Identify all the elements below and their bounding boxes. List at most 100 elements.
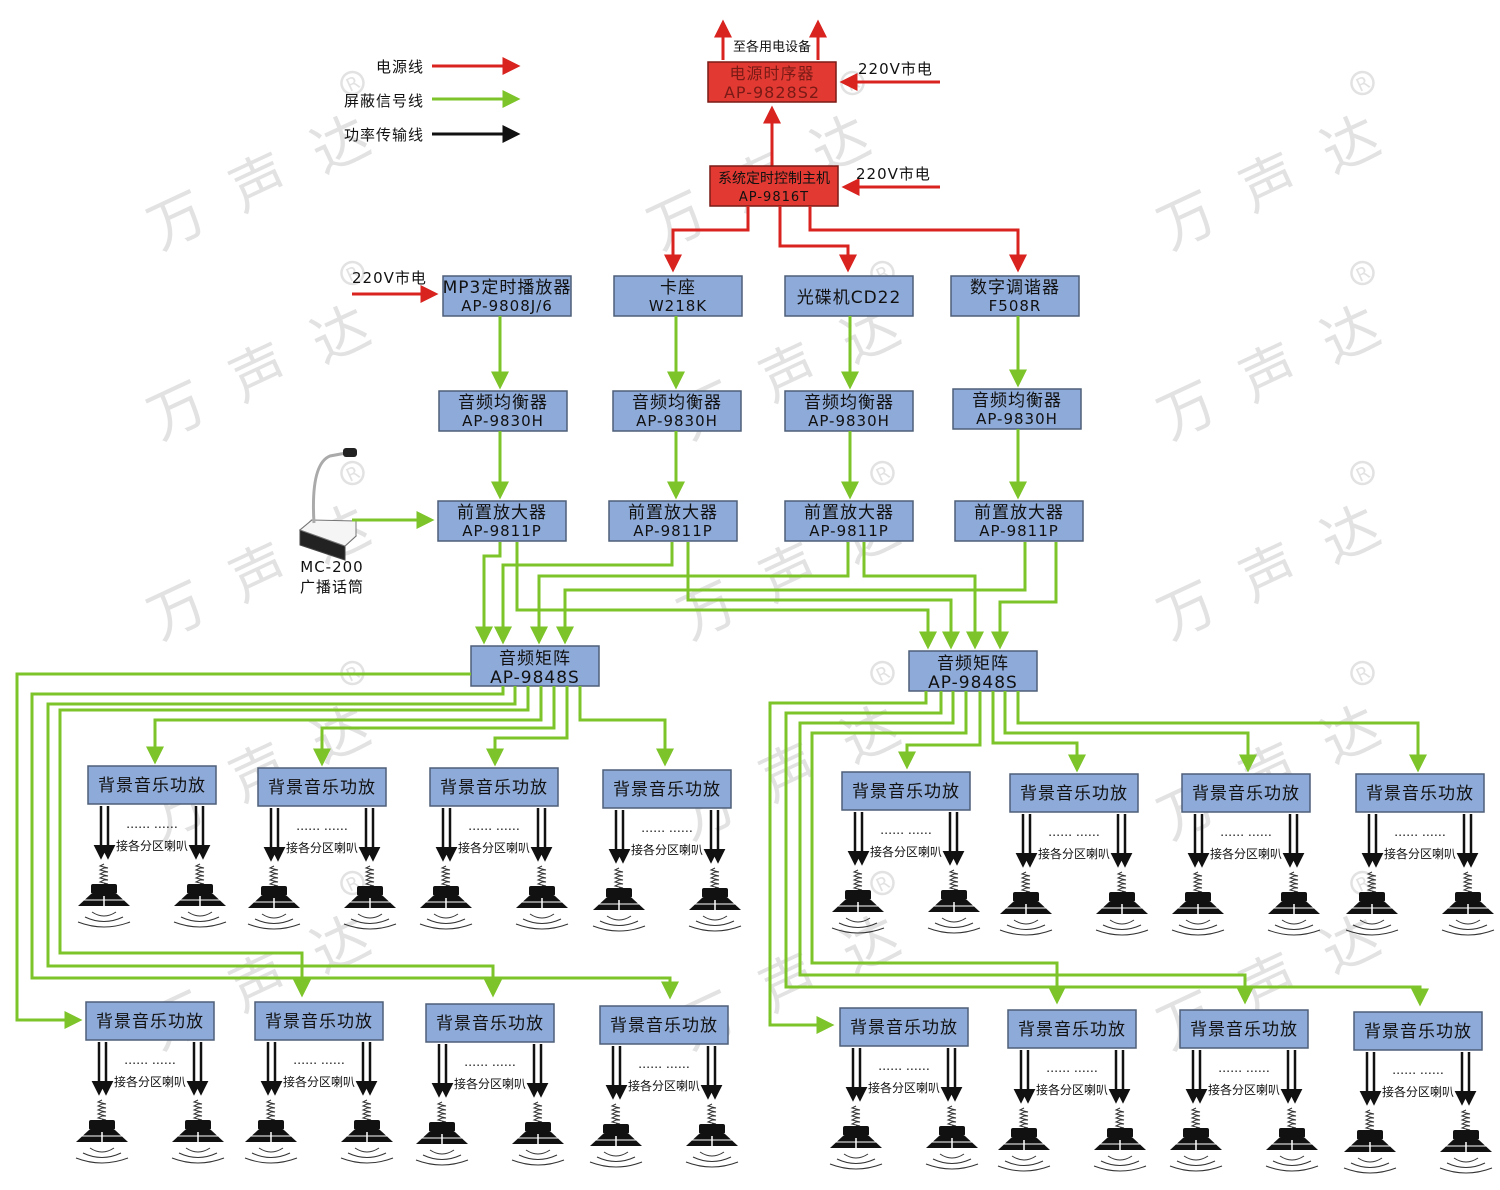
sound-wave-icon bbox=[695, 920, 735, 926]
spring-icon bbox=[1366, 871, 1377, 893]
sound-wave-icon bbox=[1006, 924, 1046, 930]
source-2[interactable]: 光碟机CD22 bbox=[784, 275, 914, 317]
source-0-model: AP-9808J/6 bbox=[461, 297, 553, 315]
background-music-amplifier[interactable]: 背景音乐功放…… ……接各分区喇叭 bbox=[589, 1005, 739, 1168]
microphone[interactable]: MC-200 广播话筒 bbox=[299, 448, 364, 596]
speaker-magnet bbox=[258, 1120, 284, 1130]
sound-wave-icon bbox=[84, 916, 124, 922]
sound-wave-icon bbox=[261, 913, 287, 919]
sound-wave-icon bbox=[180, 916, 220, 922]
audio-matrix-right[interactable]: 音频矩阵 AP-9848S bbox=[908, 650, 1038, 693]
sound-wave-icon bbox=[927, 927, 981, 934]
background-music-amplifier[interactable]: 背景音乐功放…… ……接各分区喇叭 bbox=[997, 1009, 1147, 1172]
spring-icon bbox=[194, 863, 205, 885]
watermark-char: 万 bbox=[1148, 180, 1226, 263]
sound-wave-icon bbox=[1011, 1155, 1037, 1161]
matrix-right-name: 音频矩阵 bbox=[937, 654, 1009, 674]
speaker-magnet bbox=[354, 1120, 380, 1130]
background-music-amplifier[interactable]: 背景音乐功放…… ……接各分区喇叭 bbox=[829, 1007, 979, 1170]
speaker-magnet bbox=[939, 1126, 965, 1136]
audio-matrix-left[interactable]: 音频矩阵 AP-9848S bbox=[470, 645, 600, 688]
amplifier-name: 背景音乐功放 bbox=[852, 782, 960, 802]
preamp-3-name: 前置放大器 bbox=[974, 503, 1064, 523]
registered-icon bbox=[870, 870, 895, 896]
speaker-zone-label: 接各分区喇叭 bbox=[1210, 846, 1282, 861]
registered-icon bbox=[1350, 70, 1375, 96]
watermark-char: 声 bbox=[220, 142, 298, 225]
sound-wave-icon bbox=[419, 923, 473, 930]
watermark: 万声达R bbox=[138, 260, 380, 453]
sound-wave-icon bbox=[1004, 1160, 1044, 1166]
speaker-magnet bbox=[1281, 892, 1307, 902]
sound-wave-icon bbox=[699, 1151, 725, 1157]
matrix-right-outputs bbox=[768, 691, 1429, 1034]
speaker-zone-label: 接各分区喇叭 bbox=[870, 844, 942, 859]
background-music-amplifier[interactable]: 背景音乐功放…… ……接各分区喇叭 bbox=[999, 773, 1149, 936]
sound-wave-icon bbox=[1107, 1155, 1133, 1161]
sound-wave-icon bbox=[941, 917, 967, 923]
speaker-magnet bbox=[1453, 1130, 1479, 1140]
background-music-amplifier[interactable]: 背景音乐功放…… ……接各分区喇叭 bbox=[1343, 1011, 1493, 1174]
sound-wave-icon bbox=[702, 915, 728, 921]
equalizer-3-name: 音频均衡器 bbox=[972, 391, 1062, 411]
sound-wave-icon bbox=[603, 1151, 629, 1157]
source-0-name: MP3定时播放器 bbox=[443, 278, 572, 298]
watermark-char: 达 bbox=[302, 694, 380, 777]
background-music-amplifier[interactable]: 背景音乐功放…… ……接各分区喇叭 bbox=[1169, 1009, 1319, 1172]
registered-icon bbox=[870, 660, 895, 686]
watermark-char: 达 bbox=[1312, 294, 1390, 377]
power-sequencer[interactable]: 电源时序器 AP-9828S2 bbox=[707, 61, 837, 103]
registered-icon bbox=[1350, 260, 1375, 286]
ellipsis: …… …… bbox=[641, 821, 693, 835]
spring-icon bbox=[1114, 1107, 1125, 1129]
speaker-zone-label: 接各分区喇叭 bbox=[286, 840, 358, 855]
speaker-magnet bbox=[843, 1126, 869, 1136]
background-music-amplifier[interactable]: 背景音乐功放…… ……接各分区喇叭 bbox=[1171, 773, 1321, 936]
amplifier-name: 背景音乐功放 bbox=[265, 1012, 373, 1032]
sound-wave-icon bbox=[251, 1152, 291, 1158]
amplifier-name: 背景音乐功放 bbox=[436, 1014, 544, 1034]
background-music-amplifier[interactable]: 背景音乐功放…… ……接各分区喇叭 bbox=[247, 767, 397, 930]
spring-icon bbox=[532, 1101, 543, 1123]
sound-wave-icon bbox=[1281, 919, 1307, 925]
spring-icon bbox=[613, 867, 624, 889]
speaker-magnet bbox=[941, 890, 967, 900]
background-music-amplifier[interactable]: 背景音乐功放…… ……接各分区喇叭 bbox=[1345, 773, 1495, 936]
background-music-amplifier[interactable]: 背景音乐功放…… ……接各分区喇叭 bbox=[415, 1003, 565, 1166]
sound-wave-icon bbox=[1350, 1162, 1390, 1168]
amplifier-name: 背景音乐功放 bbox=[440, 778, 548, 798]
sound-wave-icon bbox=[1441, 929, 1495, 936]
watermark-char: 声 bbox=[1230, 332, 1308, 415]
spring-icon bbox=[1288, 871, 1299, 893]
background-music-amplifier[interactable]: 背景音乐功放…… ……接各分区喇叭 bbox=[592, 769, 742, 932]
preamp-1-model: AP-9811P bbox=[633, 522, 713, 540]
sound-wave-icon bbox=[173, 921, 227, 928]
sound-wave-icon bbox=[596, 1156, 636, 1162]
sound-wave-icon bbox=[1265, 1165, 1319, 1172]
timing-controller[interactable]: 系统定时控制主机 AP-9816T bbox=[709, 165, 839, 207]
background-music-amplifier[interactable]: 背景音乐功放…… ……接各分区喇叭 bbox=[419, 767, 569, 930]
amplifier-name: 背景音乐功放 bbox=[1192, 784, 1300, 804]
amplifier-name: 背景音乐功放 bbox=[98, 776, 206, 796]
background-music-amplifier[interactable]: 背景音乐功放…… ……接各分区喇叭 bbox=[77, 765, 227, 928]
to-devices-label: 至各用电设备 bbox=[733, 39, 811, 55]
background-music-amplifier[interactable]: 背景音乐功放…… ……接各分区喇叭 bbox=[244, 1001, 394, 1164]
sound-wave-icon bbox=[429, 1149, 455, 1155]
speaker-magnet bbox=[1011, 1128, 1037, 1138]
background-music-amplifier[interactable]: 背景音乐功放…… ……接各分区喇叭 bbox=[831, 771, 981, 934]
ellipsis: …… …… bbox=[464, 1055, 516, 1069]
background-music-amplifier[interactable]: 背景音乐功放…… ……接各分区喇叭 bbox=[75, 1001, 225, 1164]
